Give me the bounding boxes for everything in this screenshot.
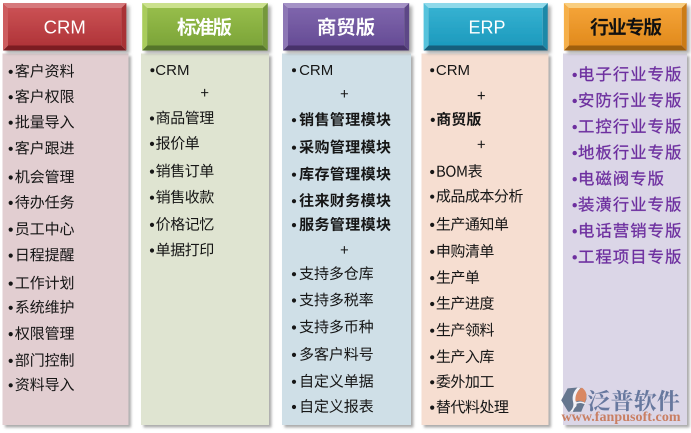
svg-text:ERP: ERP [468, 18, 505, 38]
svg-text:www.fanpusoft.com: www.fanpusoft.com [562, 410, 681, 425]
svg-text:CRM: CRM [299, 62, 333, 79]
svg-text:CRM: CRM [44, 16, 86, 37]
svg-text:CRM: CRM [436, 62, 470, 79]
svg-text:CRM: CRM [155, 62, 189, 79]
